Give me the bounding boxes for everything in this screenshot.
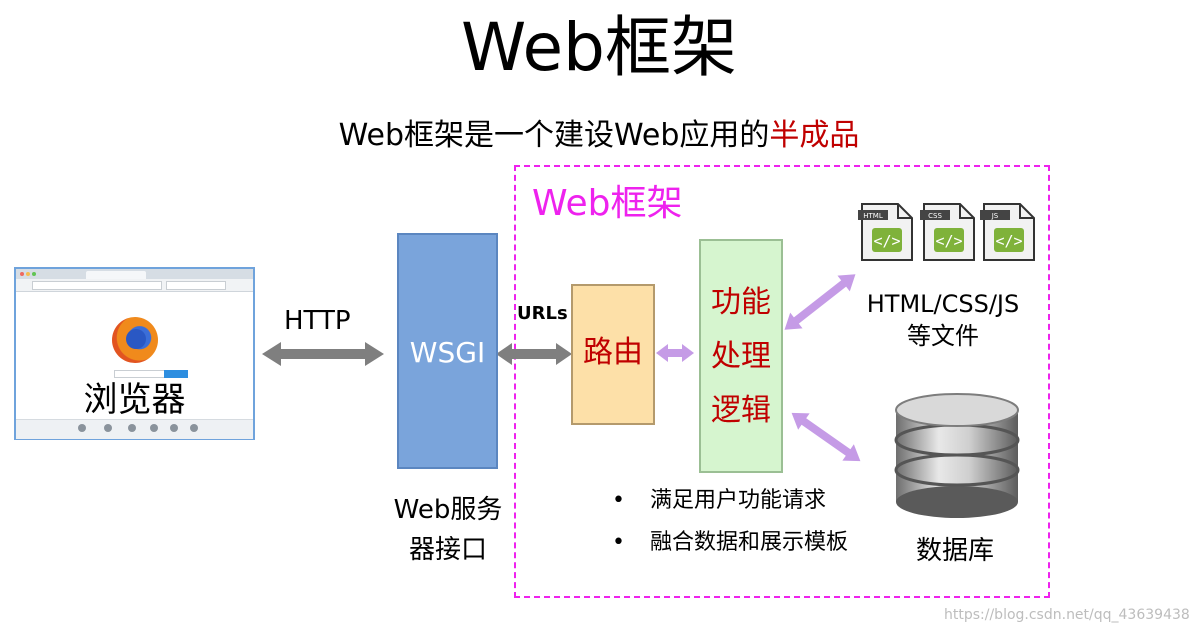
http-label: HTTP xyxy=(284,306,351,336)
logic-box xyxy=(699,239,783,473)
browser-tab-bar xyxy=(16,269,253,279)
logic-label-line1: 功能 xyxy=(711,285,771,320)
subtitle-highlight: 半成品 xyxy=(769,118,860,153)
wsgi-caption-line1: Web服务 xyxy=(393,495,503,525)
bullet-text-1: 满足用户功能请求 xyxy=(650,488,827,513)
css-file-icon: CSS </> xyxy=(920,203,975,261)
browser-url-bar xyxy=(32,281,162,290)
firefox-globe-icon xyxy=(126,329,146,349)
logic-database-arrow xyxy=(791,412,861,462)
wsgi-label: WSGI xyxy=(409,336,486,369)
files-label-line2: 等文件 xyxy=(907,322,979,350)
sync-icon xyxy=(170,424,178,432)
router-logic-arrow xyxy=(656,344,694,362)
css-badge-text: CSS xyxy=(928,212,942,220)
files-label-line1: HTML/CSS/JS xyxy=(866,290,1020,318)
addons-icon xyxy=(150,424,158,432)
watermark: https://blog.csdn.net/qq_43639438 xyxy=(944,607,1190,623)
urls-arrow xyxy=(496,343,572,365)
browser-label: 浏览器 xyxy=(83,380,186,420)
database-icon xyxy=(894,393,1020,518)
js-file-icon: JS </> xyxy=(980,203,1035,261)
svg-text:</>: </> xyxy=(995,232,1022,250)
svg-text:</>: </> xyxy=(935,232,962,250)
subtitle: Web框架是一个建设Web应用的半成品 xyxy=(0,116,1198,156)
bullet-marker: • xyxy=(612,488,625,513)
logic-label-line2: 处理 xyxy=(711,339,771,374)
logic-files-arrow xyxy=(784,274,856,330)
subtitle-prefix: Web框架是一个建设Web应用的 xyxy=(338,118,770,153)
router-label: 路由 xyxy=(583,335,643,370)
http-arrow xyxy=(262,342,384,366)
svg-text:</>: </> xyxy=(873,232,900,250)
files-label: HTML/CSS/JS 等文件 xyxy=(848,288,1038,352)
html-file-icon: HTML </> xyxy=(858,203,913,261)
urls-label: URLs xyxy=(517,303,568,324)
close-dot-icon xyxy=(20,272,24,276)
router-box xyxy=(571,284,655,425)
js-badge-text: JS xyxy=(991,212,999,220)
bullet-item-2: • 融合数据和展示模板 xyxy=(612,528,848,558)
database-label: 数据库 xyxy=(915,536,994,566)
download-icon xyxy=(78,424,86,432)
browser-search-bar xyxy=(166,281,226,290)
html-badge-text: HTML xyxy=(863,212,883,220)
page-title: Web框架 xyxy=(461,9,737,86)
browser-tab xyxy=(86,271,146,279)
web-framework-label: Web框架 xyxy=(532,183,683,224)
web-framework-region xyxy=(514,165,1050,598)
bookmark-icon xyxy=(104,424,112,432)
wsgi-caption: Web服务 器接口 xyxy=(380,490,516,570)
wsgi-box xyxy=(397,233,498,469)
minimize-dot-icon xyxy=(26,272,30,276)
browser-window: 浏览器 xyxy=(14,267,255,440)
bullet-text-2: 融合数据和展示模板 xyxy=(650,530,849,555)
history-icon xyxy=(128,424,136,432)
logic-label-line3: 逻辑 xyxy=(711,393,771,428)
maximize-dot-icon xyxy=(32,272,36,276)
wsgi-caption-line2: 器接口 xyxy=(408,535,487,565)
browser-search-button xyxy=(164,370,188,378)
bullet-item-1: • 满足用户功能请求 xyxy=(612,486,826,516)
settings-icon xyxy=(190,424,198,432)
bullet-marker: • xyxy=(612,530,625,555)
